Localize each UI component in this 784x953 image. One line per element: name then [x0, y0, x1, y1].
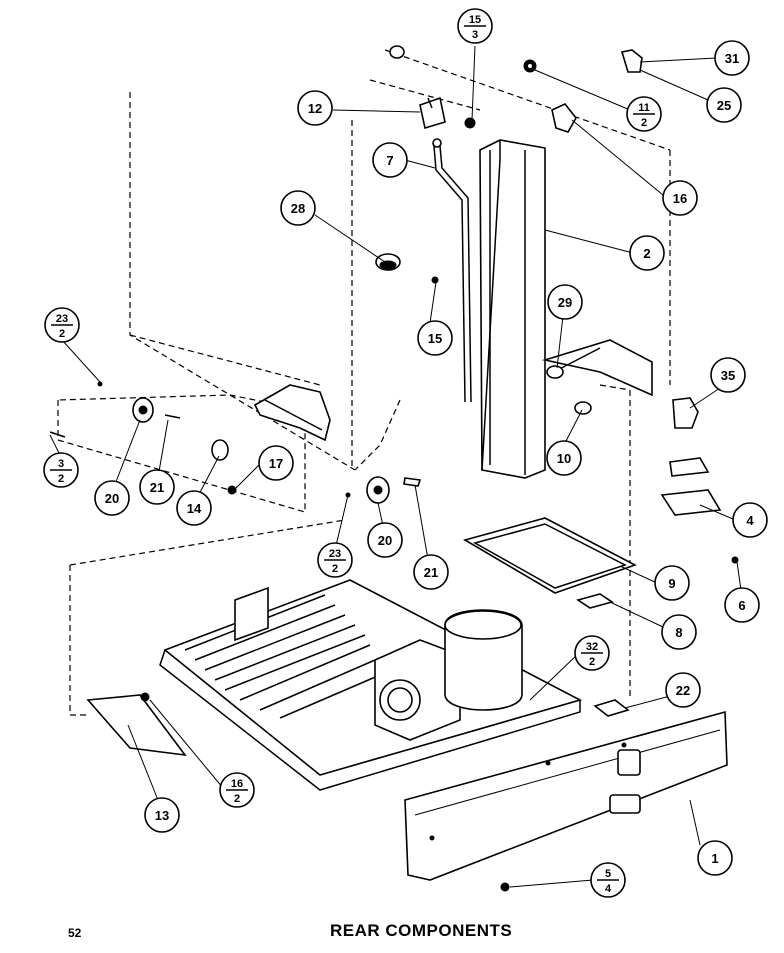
svg-text:29: 29 — [558, 295, 572, 310]
drain-trough — [541, 339, 653, 415]
fraction-callouts: 153 112 232 32 232 322 162 54 — [43, 8, 662, 898]
callout-28: 28 — [280, 190, 316, 226]
svg-text:3: 3 — [58, 458, 64, 470]
callout-14: 14 — [176, 490, 212, 526]
svg-text:22: 22 — [676, 683, 690, 698]
svg-text:21: 21 — [424, 565, 438, 580]
svg-text:4: 4 — [746, 513, 754, 528]
svg-text:1: 1 — [711, 851, 718, 866]
svg-text:20: 20 — [378, 533, 392, 548]
callout-21-left: 21 — [139, 469, 175, 505]
callout-31: 31 — [714, 40, 750, 76]
svg-text:20: 20 — [105, 491, 119, 506]
svg-text:13: 13 — [155, 808, 169, 823]
svg-text:23: 23 — [56, 313, 68, 325]
drain-pan — [462, 517, 638, 609]
svg-text:15: 15 — [469, 14, 481, 26]
svg-text:2: 2 — [589, 656, 595, 668]
leader-lines — [49, 45, 742, 888]
svg-text:2: 2 — [234, 793, 240, 805]
svg-text:32: 32 — [586, 641, 598, 653]
svg-text:8: 8 — [675, 625, 682, 640]
callout-17: 17 — [258, 445, 294, 481]
svg-text:28: 28 — [291, 201, 305, 216]
svg-text:5: 5 — [605, 868, 611, 880]
small-parts-top — [389, 45, 643, 133]
rear-access-panel — [404, 710, 728, 892]
center-grommet — [345, 476, 422, 504]
fraction-callout-5-4: 54 — [590, 862, 626, 898]
callout-9: 9 — [654, 565, 690, 601]
callout-1: 1 — [697, 840, 733, 876]
callout-21-center: 21 — [413, 554, 449, 590]
terminal-block — [593, 699, 630, 717]
callout-22: 22 — [665, 672, 701, 708]
fraction-callout-32-2: 322 — [574, 635, 610, 671]
cabinet-outline — [57, 49, 671, 716]
svg-text:35: 35 — [721, 368, 735, 383]
svg-text:2: 2 — [643, 246, 650, 261]
callout-18: 16 — [662, 180, 698, 216]
callout-7: 7 — [372, 142, 408, 178]
svg-text:16: 16 — [231, 778, 243, 790]
fraction-callout-23-2-left: 232 — [44, 307, 80, 343]
callout-12: 12 — [297, 90, 333, 126]
svg-text:2: 2 — [641, 117, 647, 129]
page-number: 52 — [68, 926, 82, 940]
svg-text:2: 2 — [58, 473, 64, 485]
svg-text:25: 25 — [717, 98, 731, 113]
callout-20-center: 20 — [367, 522, 403, 558]
diagram-title: REAR COMPONENTS — [330, 921, 513, 940]
svg-text:2: 2 — [59, 328, 65, 340]
fan-bracket-left — [49, 381, 331, 495]
callout-15: 15 — [417, 320, 453, 356]
relay-parts — [660, 397, 739, 564]
callout-4: 4 — [732, 502, 768, 538]
svg-text:12: 12 — [308, 101, 322, 116]
callout-25: 25 — [706, 87, 742, 123]
svg-text:7: 7 — [386, 153, 393, 168]
callouts: 31 25 16 2 7 12 28 15 29 10 35 4 6 9 8 2… — [94, 40, 768, 876]
fraction-callout-15-3: 153 — [457, 8, 493, 44]
svg-text:16: 16 — [673, 191, 687, 206]
svg-text:11: 11 — [638, 102, 650, 114]
svg-text:3: 3 — [472, 29, 478, 41]
svg-text:9: 9 — [668, 576, 675, 591]
callout-8: 8 — [661, 614, 697, 650]
svg-text:21: 21 — [150, 480, 164, 495]
svg-text:23: 23 — [329, 548, 341, 560]
fraction-callout-16-2: 162 — [219, 772, 255, 808]
base-rail — [86, 692, 187, 757]
callout-35: 35 — [710, 357, 746, 393]
rear-duct-channel — [479, 139, 546, 479]
bracket — [419, 96, 446, 130]
fraction-callout-3-2: 32 — [43, 452, 79, 488]
callout-2: 2 — [629, 235, 665, 271]
svg-text:17: 17 — [269, 456, 283, 471]
callout-29: 29 — [547, 284, 583, 320]
grommet — [375, 253, 439, 284]
base-assembly — [159, 579, 583, 791]
drain-tube — [432, 138, 472, 403]
svg-text:10: 10 — [557, 451, 571, 466]
fraction-callout-11-2: 112 — [626, 96, 662, 132]
svg-text:6: 6 — [738, 598, 745, 613]
svg-text:15: 15 — [428, 331, 442, 346]
callout-13: 13 — [144, 797, 180, 833]
callout-6: 6 — [724, 587, 760, 623]
svg-text:31: 31 — [725, 51, 739, 66]
condenser-coils — [184, 594, 381, 719]
callout-10: 10 — [546, 440, 582, 476]
svg-text:2: 2 — [332, 563, 338, 575]
svg-text:4: 4 — [605, 883, 612, 895]
fraction-callout-23-2-center: 232 — [317, 542, 353, 578]
callout-20-left: 20 — [94, 480, 130, 516]
svg-text:14: 14 — [187, 501, 202, 516]
